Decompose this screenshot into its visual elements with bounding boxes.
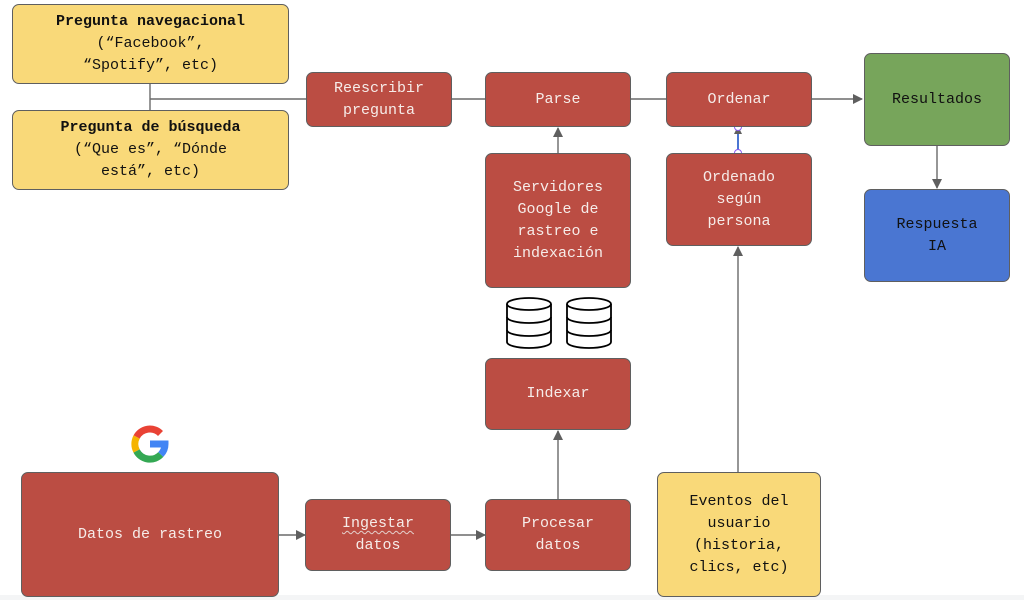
node-respuesta-ia[interactable]: Respuesta IA (864, 189, 1010, 282)
node-pregunta-busqueda[interactable]: Pregunta de búsqueda (“Que es”, “Dónde e… (12, 110, 289, 190)
database-icon (566, 297, 612, 349)
node-ingestar-datos[interactable]: Ingestar datos (305, 499, 451, 571)
node-body: (“Que es”, “Dónde está”, etc) (73, 141, 228, 180)
node-label-line-1: Ingestar (341, 515, 414, 532)
node-title: Pregunta de búsqueda (60, 119, 241, 136)
node-procesar-datos[interactable]: Procesar datos (485, 499, 631, 571)
node-label-line-2: datos (355, 537, 401, 554)
node-pregunta-navegacional[interactable]: Pregunta navegacional (“Facebook”, “Spot… (12, 4, 289, 84)
google-logo-icon (131, 425, 169, 463)
node-datos-de-rastreo[interactable]: Datos de rastreo (21, 472, 279, 597)
canvas-bottom-edge (0, 595, 1024, 600)
node-ordenado-segun-persona[interactable]: Ordenado según persona (666, 153, 812, 246)
node-servidores-google[interactable]: Servidores Google de rastreo e indexació… (485, 153, 631, 288)
node-resultados[interactable]: Resultados (864, 53, 1010, 146)
node-parse[interactable]: Parse (485, 72, 631, 127)
node-indexar[interactable]: Indexar (485, 358, 631, 430)
node-title: Pregunta navegacional (55, 13, 246, 30)
database-icon (506, 297, 552, 349)
node-reescribir-pregunta[interactable]: Reescribir pregunta (306, 72, 452, 127)
node-ordenar[interactable]: Ordenar (666, 72, 812, 127)
node-eventos-del-usuario[interactable]: Eventos del usuario (historia, clics, et… (657, 472, 821, 597)
node-body: (“Facebook”, “Spotify”, etc) (82, 35, 219, 74)
